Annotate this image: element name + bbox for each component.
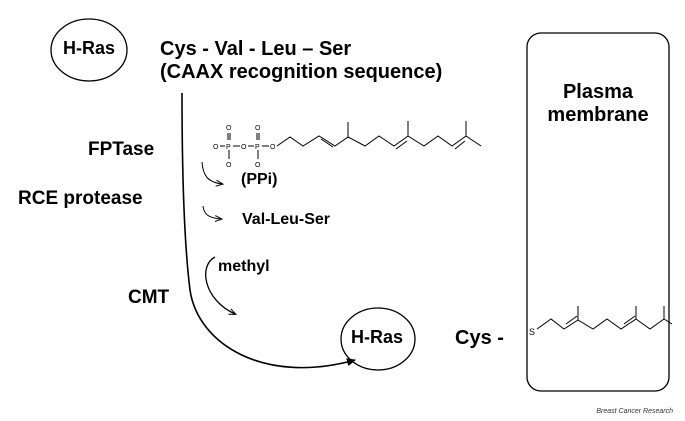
ppi-release-arrow [201,161,222,184]
farnesyl-chain [276,121,482,147]
h-ras-top-label: H-Ras [63,38,116,58]
methyl-label: methyl [218,258,270,275]
h-ras-bottom-label: H-Ras [351,327,404,347]
membrane-title-line2: membrane [547,104,649,126]
plasma-membrane-box [526,32,670,392]
tripeptide-release-arrow [202,205,221,219]
methyl-addition-arrow [205,256,235,314]
fpp-oxygen: O [255,125,261,132]
source-credit: Breast Cancer Research [596,408,673,415]
caax-note: (CAAX recognition sequence) [160,61,443,83]
sulfur-label: S [529,327,536,337]
fpp-oxygen: O [226,125,232,132]
membrane-title-line1: Plasma [562,81,634,103]
fpp-oxygen: O [226,162,232,169]
main-reaction-arrow [181,92,356,369]
membrane-farnesyl-chain [536,306,673,330]
fpp-oxygen: O [213,144,219,151]
cys-label: Cys - [455,327,504,349]
rce-protease-label: RCE protease [18,188,143,209]
fpp-oxygen: O [241,144,247,151]
cmt-label: CMT [128,287,170,308]
h-ras-top-circle [50,18,128,82]
h-ras-bottom-circle [340,307,416,371]
ppi-label: (PPi) [241,171,278,188]
caax-sequence: Cys - Val - Leu – Ser [160,38,352,60]
fpp-phosphorus: P [255,144,260,151]
fpp-oxygen: O [270,144,276,151]
fptase-label: FPTase [88,139,155,160]
fpp-bonds [220,121,482,159]
farnesyl-pyrophosphate-structure: O P O P O O O O O [213,125,276,169]
fpp-phosphorus: P [226,144,231,151]
val-leu-ser-label: Val-Leu-Ser [242,211,331,228]
fpp-oxygen: O [255,162,261,169]
